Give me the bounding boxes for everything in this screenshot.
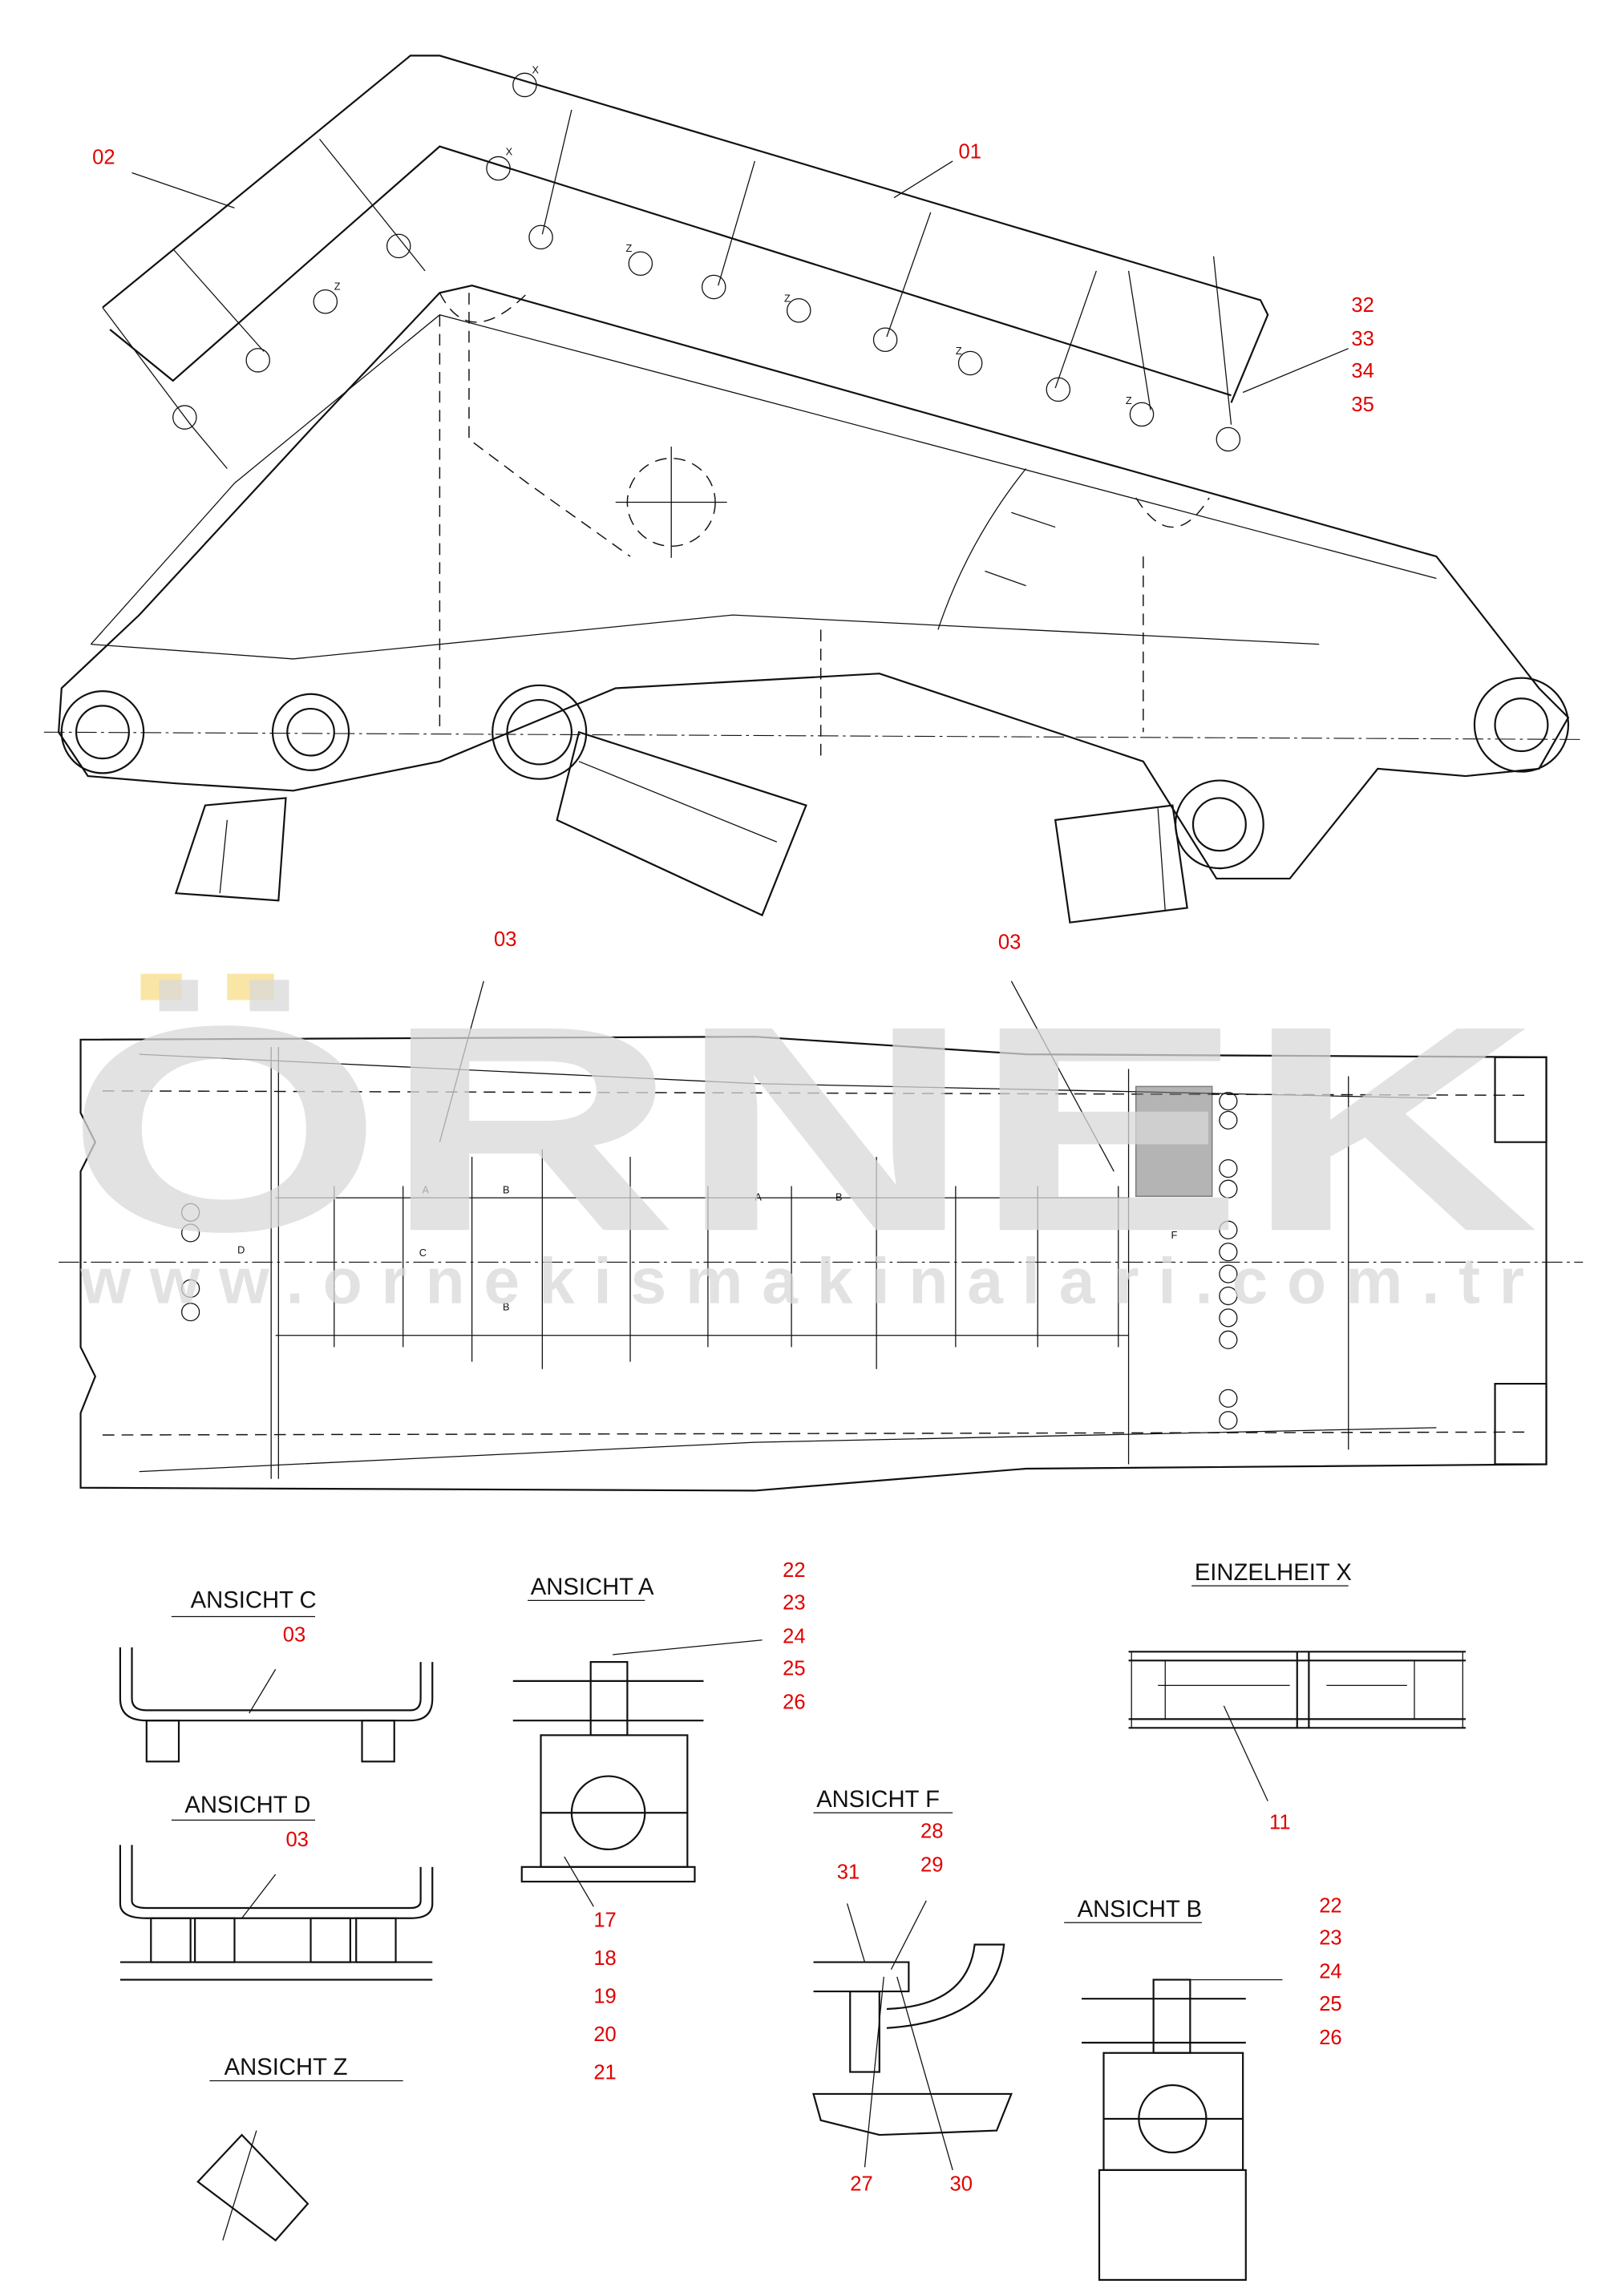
label-26: 26 xyxy=(1319,2027,1341,2049)
label-32: 32 xyxy=(1351,294,1373,317)
einzelheit-x-title: EINZELHEIT X xyxy=(1195,1560,1352,1586)
label-28: 28 xyxy=(920,1820,943,1842)
label-03: 03 xyxy=(283,1624,305,1647)
label-27: 27 xyxy=(850,2173,872,2195)
label-23: 23 xyxy=(783,1591,805,1614)
mark-b: B xyxy=(835,1191,843,1203)
label-18: 18 xyxy=(593,1947,616,1970)
label-03-top-left: 03 xyxy=(494,928,516,951)
ansicht-d: ANSICHT D 03 xyxy=(119,1793,434,1981)
watermark: ÖRNEK www.ornekismakinalari.com.tr xyxy=(66,965,1539,1317)
label-20: 20 xyxy=(593,2023,616,2046)
watermark-brand: ÖRNEK xyxy=(66,965,1539,1292)
label-33: 33 xyxy=(1351,328,1373,350)
label-21: 21 xyxy=(593,2062,616,2084)
label-22: 22 xyxy=(1319,1894,1341,1917)
boom-top-view xyxy=(59,980,1584,1492)
einzelheit-x: EINZELHEIT X xyxy=(1128,1560,1466,1801)
ansicht-b-title: ANSICHT B xyxy=(1078,1897,1202,1922)
label-31: 31 xyxy=(837,1861,860,1883)
mark-z: Z xyxy=(626,242,633,254)
ansicht-a: ANSICHT A xyxy=(512,1574,763,1907)
mark-c: C xyxy=(419,1247,427,1259)
ansicht-f-title: ANSICHT F xyxy=(816,1787,940,1813)
ansicht-a-title: ANSICHT A xyxy=(531,1574,654,1600)
ansicht-c: ANSICHT C 03 xyxy=(119,1588,434,1763)
mark-b: B xyxy=(503,1184,510,1196)
ansicht-z-title: ANSICHT Z xyxy=(225,2055,348,2080)
mark-b: B xyxy=(503,1301,510,1313)
label-11: 11 xyxy=(1269,1811,1291,1833)
label-23: 23 xyxy=(1319,1927,1341,1950)
mark-x: X xyxy=(532,63,540,75)
mark-a: A xyxy=(754,1191,762,1203)
ansicht-z: ANSICHT Z xyxy=(196,2055,403,2242)
label-03-top-right: 03 xyxy=(998,932,1021,954)
label-03: 03 xyxy=(285,1829,308,1851)
mark-a: A xyxy=(422,1184,429,1196)
mark-z: Z xyxy=(784,292,791,304)
right-clamp-column xyxy=(181,1091,1238,1430)
ansicht-c-title: ANSICHT C xyxy=(191,1588,317,1614)
label-34: 34 xyxy=(1351,360,1373,382)
label-01: 01 xyxy=(959,140,981,163)
label-22: 22 xyxy=(783,1559,805,1582)
label-25: 25 xyxy=(783,1658,805,1680)
ansicht-f: ANSICHT F xyxy=(812,1787,1013,2171)
ansicht-d-title: ANSICHT D xyxy=(184,1793,310,1818)
label-30: 30 xyxy=(950,2173,973,2195)
mark-f: F xyxy=(1171,1229,1178,1241)
clamp-set xyxy=(172,72,1241,452)
label-24: 24 xyxy=(783,1625,805,1647)
clamp-posts xyxy=(334,1149,1119,1369)
label-26: 26 xyxy=(783,1692,805,1714)
mark-z: Z xyxy=(956,345,962,357)
label-25: 25 xyxy=(1319,1993,1341,2015)
label-17: 17 xyxy=(593,1910,616,1932)
mark-z: Z xyxy=(1126,394,1132,406)
ansicht-b: ANSICHT B xyxy=(1064,1897,1283,2282)
mark-z: Z xyxy=(334,281,341,293)
label-19: 19 xyxy=(593,1986,616,2008)
label-35: 35 xyxy=(1351,394,1373,416)
label-24: 24 xyxy=(1319,1961,1341,1983)
boom-side-view xyxy=(43,55,1584,924)
label-29: 29 xyxy=(920,1853,943,1876)
mark-x: X xyxy=(506,146,513,158)
label-02: 02 xyxy=(92,147,115,169)
mark-d: D xyxy=(237,1244,245,1256)
